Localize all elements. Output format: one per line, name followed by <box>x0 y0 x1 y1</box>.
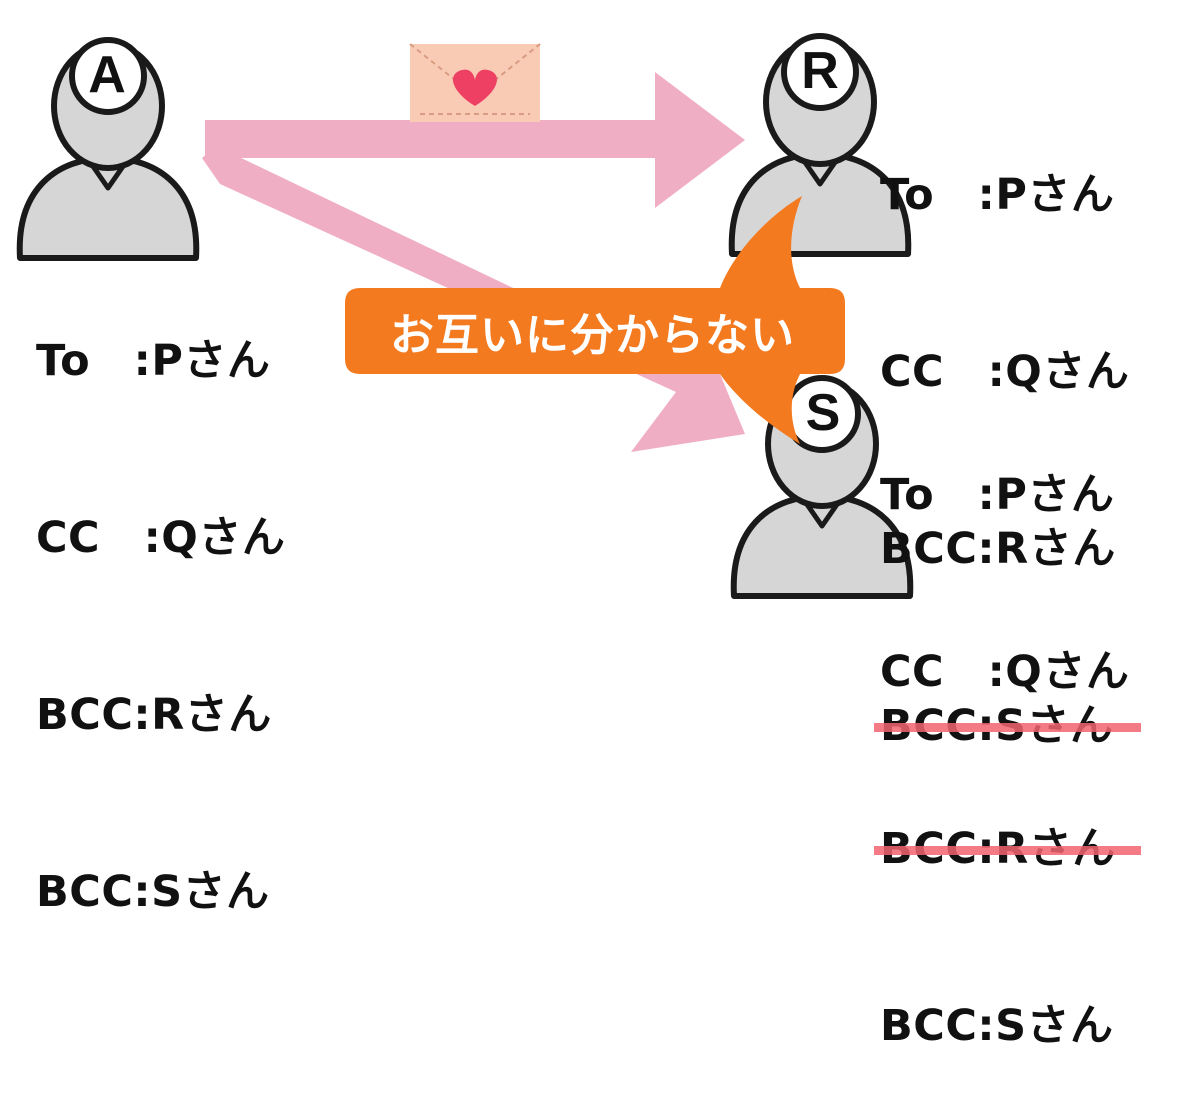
recipient-line: BCC:Sさん <box>36 867 270 917</box>
bcc-diagram <box>0 33 1200 628</box>
recipient-line: CC :Qさん <box>36 513 286 563</box>
recipient-line: CC :Qさん <box>880 347 1130 397</box>
person-a-letter: A <box>88 46 126 104</box>
callout-bubble <box>345 196 845 444</box>
love-letter-envelope-icon <box>409 43 541 122</box>
person-s-letter: S <box>805 384 841 442</box>
recipient-list-s: To :Pさん CC :Qさん BCC:Rさん BCC:Sさん <box>873 348 1142 1115</box>
recipient-line: BCC:Rさん <box>880 524 1116 574</box>
recipient-line: BCC:Rさん <box>36 690 272 740</box>
arrow-a-to-r <box>205 72 745 208</box>
person-a-icon <box>20 37 197 258</box>
recipient-line: CC :Qさん <box>880 647 1130 697</box>
recipient-line: BCC:Rさん <box>873 820 1142 879</box>
recipient-list-a: To :Pさん CC :Qさん BCC:Rさん BCC:Sさん <box>36 214 285 981</box>
person-r-icon <box>732 33 909 254</box>
person-r-letter: R <box>801 42 839 100</box>
recipient-line: To :Pさん <box>880 470 1115 520</box>
recipient-line: To :Pさん <box>880 170 1115 220</box>
callout-text: お互いに分からない <box>390 310 795 361</box>
recipient-line: To :Pさん <box>36 336 271 386</box>
recipient-line: BCC:Sさん <box>880 1001 1114 1051</box>
